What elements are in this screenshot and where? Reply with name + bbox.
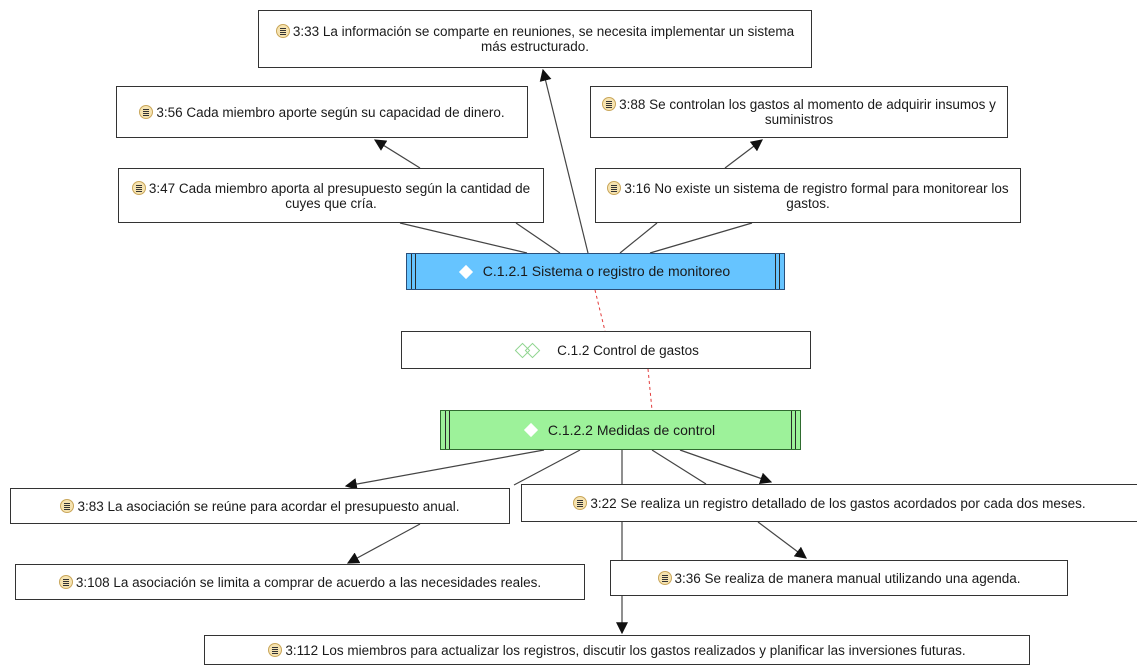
code-right-bar	[775, 254, 780, 289]
quotation-3-112[interactable]: 3:112 Los miembros para actualizar los r…	[204, 635, 1030, 665]
code-diamond-icon	[523, 422, 538, 438]
code-group-c-1-2-label: C.1.2 Control de gastos	[557, 342, 699, 358]
arrow-c121-q316b	[649, 222, 753, 254]
quotation-3-22[interactable]: 3:22 Se realiza un registro detallado de…	[521, 484, 1137, 522]
arrow-c122-q322c	[679, 449, 773, 485]
quotation-3-47[interactable]: 3:47 Cada miembro aporta al presupuesto …	[118, 168, 544, 223]
quotation-icon	[275, 24, 290, 38]
quotation-3-33[interactable]: 3:33 La información se comparte en reuni…	[258, 10, 812, 68]
quotation-icon	[573, 495, 588, 510]
code-group-icon	[513, 342, 543, 359]
quotation-3-88[interactable]: 3:88 Se controlan los gastos al momento …	[590, 86, 1008, 138]
quotation-3-16-text: 3:16 No existe un sistema de registro fo…	[624, 180, 1009, 211]
arrow-c121-q316a	[619, 222, 658, 254]
quotation-3-83[interactable]: 3:83 La asociación se reúne para acordar…	[10, 488, 510, 524]
quotation-icon	[268, 642, 283, 657]
arrow-c122-q383	[344, 449, 545, 490]
code-c-1-2-1[interactable]: C.1.2.1 Sistema o registro de monitoreo	[406, 253, 785, 290]
quotation-icon	[139, 104, 154, 119]
code-diamond-icon	[458, 264, 473, 279]
quotation-3-108[interactable]: 3:108 La asociación se limita a comprar …	[15, 564, 585, 600]
code-c-1-2-1-label: C.1.2.1 Sistema o registro de monitoreo	[482, 263, 731, 279]
code-group-c-1-2[interactable]: C.1.2 Control de gastos	[401, 331, 811, 369]
quotation-3-83-text: 3:83 La asociación se reúne para acordar…	[77, 498, 460, 514]
quotation-3-36[interactable]: 3:36 Se realiza de manera manual utiliza…	[610, 560, 1068, 596]
quotation-3-16[interactable]: 3:16 No existe un sistema de registro fo…	[595, 168, 1021, 223]
link-c121-c12	[594, 289, 606, 332]
quotation-icon	[60, 498, 75, 513]
quotation-3-108-text: 3:108 La asociación se limita a comprar …	[75, 574, 542, 590]
quotation-icon	[602, 97, 617, 111]
code-left-bar	[445, 411, 450, 449]
link-c12-c122	[647, 368, 653, 411]
arrow-c122-q322b	[651, 449, 707, 485]
quotation-3-88-text: 3:88 Se controlan los gastos al momento …	[619, 97, 996, 127]
arrow-c121-q347b	[515, 222, 561, 254]
quotation-icon	[607, 180, 622, 195]
code-c-1-2-2[interactable]: C.1.2.2 Medidas de control	[440, 410, 801, 450]
quotation-3-56-text: 3:56 Cada miembro aporte según su capaci…	[156, 104, 505, 120]
arrow-q383-q3108	[346, 523, 421, 564]
arrow-q322-q336	[757, 521, 807, 559]
code-right-bar	[791, 411, 796, 449]
quotation-3-56[interactable]: 3:56 Cada miembro aporte según su capaci…	[116, 86, 528, 138]
code-c-1-2-2-label: C.1.2.2 Medidas de control	[547, 421, 716, 438]
quotation-icon	[58, 574, 73, 589]
quotation-3-47-text: 3:47 Cada miembro aporta al presupuesto …	[148, 180, 531, 211]
quotation-3-36-text: 3:36 Se realiza de manera manual utiliza…	[674, 570, 1021, 586]
quotation-3-112-text: 3:112 Los miembros para actualizar los r…	[285, 642, 966, 658]
arrow-c121-q333	[539, 68, 589, 254]
arrow-c122-q322a	[513, 449, 581, 486]
quotation-3-22-text: 3:22 Se realiza un registro detallado de…	[590, 495, 1086, 511]
quotation-3-33-text: 3:33 La información se comparte en reuni…	[292, 24, 795, 54]
arrow-q347-q356	[373, 139, 421, 169]
quotation-icon	[131, 180, 146, 195]
arrow-c121-q347a	[399, 222, 528, 254]
quotation-icon	[657, 570, 672, 585]
arrow-q316-q388	[724, 139, 763, 169]
code-left-bar	[411, 254, 416, 289]
